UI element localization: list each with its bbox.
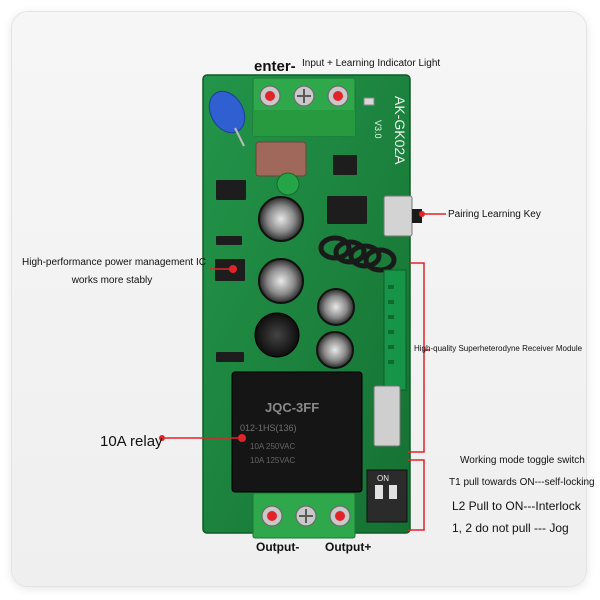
relay-rating-2: 10A 125VAC [250,456,295,465]
label-mode-t1: T1 pull towards ON---self-locking [449,477,595,488]
film-capacitor [255,141,307,177]
screw-markers [265,91,345,521]
label-output-minus: Output- [256,540,300,554]
label-output-plus: Output+ [325,540,372,554]
antenna-coil [318,235,397,273]
label-input-indicator: Input + Learning Indicator Light [302,58,441,69]
callout-dots [159,211,425,442]
label-relay: 10A relay [100,433,163,450]
label-mode-jog: 1, 2 do not pull --- Jog [452,521,569,535]
dip-on-label: ON [377,474,389,483]
label-enter: enter- [254,58,296,75]
label-mode-l2: L2 Pull to ON---Interlock [452,499,581,513]
label-power-ic-line1: High-performance power management IC [22,257,206,268]
callout-lines [165,213,446,531]
silkscreen-model: AK-GK02A [392,96,408,165]
relay-rating-1: 10A 250VAC [250,442,295,451]
silkscreen-version: V3.0 [373,120,383,139]
label-receiver-module: High-quality Superheterodyne Receiver Mo… [414,344,583,353]
mode-dip-switch: ON [366,469,408,523]
power-inductor [254,312,300,358]
relay-brand: JQC-3FF [265,400,319,415]
pairing-button [383,195,422,237]
electrolytic-capacitors [258,196,355,369]
pcb-board: AK-GK02A V3.0 [202,74,422,539]
relay-part: 012-1HS(136) [240,423,297,433]
relay-body: JQC-3FF 012-1HS(136) 10A 250VAC 10A 125V… [231,371,363,493]
label-pairing-key: Pairing Learning Key [448,209,541,220]
varistor [208,90,246,147]
receiver-module [373,269,407,447]
label-power-ic-line2: works more stably [71,274,153,286]
indicator-led [363,97,375,106]
label-mode-switch-title: Working mode toggle switch [460,455,585,466]
label-power-ic: High-performance power management IC wor… [22,257,206,286]
